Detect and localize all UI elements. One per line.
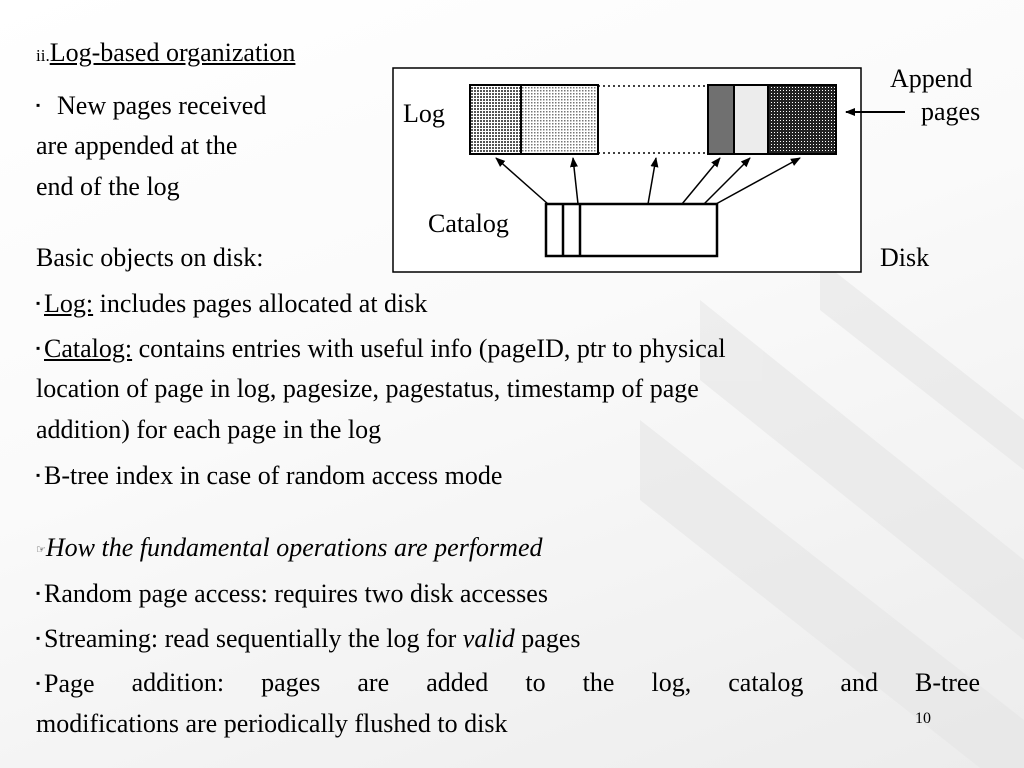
catalog-pointer-5: [703, 157, 751, 205]
append-label-line-2: pages: [921, 97, 981, 126]
btree-item: ▪B-tree index in case of random access m…: [36, 461, 503, 490]
random-access-item: ▪Random page access: requires two disk a…: [36, 579, 548, 608]
intro-line-1: ▪ New pages received: [36, 91, 267, 120]
basic-objects-heading: Basic objects on disk:: [36, 243, 264, 272]
log-page-3: [707, 84, 735, 155]
catalog-pointer-3: [647, 157, 659, 205]
catalog-term: Catalog:: [44, 334, 133, 363]
streaming-item: ▪Streaming: read sequentially the log fo…: [36, 624, 581, 653]
catalog-pointer-4: [681, 157, 721, 205]
log-page-4: [733, 84, 769, 155]
catalog-box: [544, 202, 719, 258]
bullet-icon: ▪: [36, 631, 41, 645]
log-item: ▪Log: includes pages allocated at disk: [36, 288, 427, 319]
append-label-line-1: Append: [890, 64, 973, 93]
log-term: Log:: [44, 289, 94, 318]
catalog-item-line-1: ▪Catalog: contains entries with useful i…: [36, 333, 726, 364]
pointing-hand-icon: ☞: [36, 544, 46, 556]
page-addition-line-1: ▪Page addition: pages are added to the l…: [36, 668, 980, 698]
catalog-label: Catalog: [428, 209, 509, 238]
section-title: Log-based organization: [49, 38, 296, 67]
page-addition-line-2: modifications are periodically flushed t…: [36, 709, 508, 738]
page-number: 10: [915, 710, 931, 727]
bullet-icon: ▪: [36, 296, 41, 310]
log-description: includes pages allocated at disk: [99, 289, 428, 318]
log-label: Log: [403, 99, 445, 128]
log-page-1: [469, 84, 522, 155]
bullet-icon: ▪: [36, 468, 41, 482]
bullet-icon: ▪: [36, 676, 41, 690]
catalog-pointer-1: [495, 157, 549, 205]
catalog-item-line-3: addition) for each page in the log: [36, 415, 382, 444]
bullet-icon: ▪: [36, 586, 41, 600]
catalog-item-line-2: location of page in log, pagesize, pages…: [36, 374, 699, 403]
catalog-description: contains entries with useful info (pageI…: [138, 334, 726, 363]
catalog-pointer-2: [569, 157, 579, 205]
section-number: ii.: [36, 46, 50, 65]
log-page-2: [520, 84, 599, 155]
section-heading: ii.Log-based organization: [36, 38, 295, 71]
catalog-pointer-6: [715, 157, 801, 205]
disk-label: Disk: [880, 243, 930, 272]
operations-heading: ☞How the fundamental operations are perf…: [36, 533, 543, 562]
intro-line-3: end of the log: [36, 172, 180, 201]
bullet-icon: ▪: [36, 341, 41, 355]
log-page-5: [767, 84, 837, 155]
intro-line-2: are appended at the: [36, 131, 238, 160]
bullet-icon: ▪: [36, 98, 41, 112]
